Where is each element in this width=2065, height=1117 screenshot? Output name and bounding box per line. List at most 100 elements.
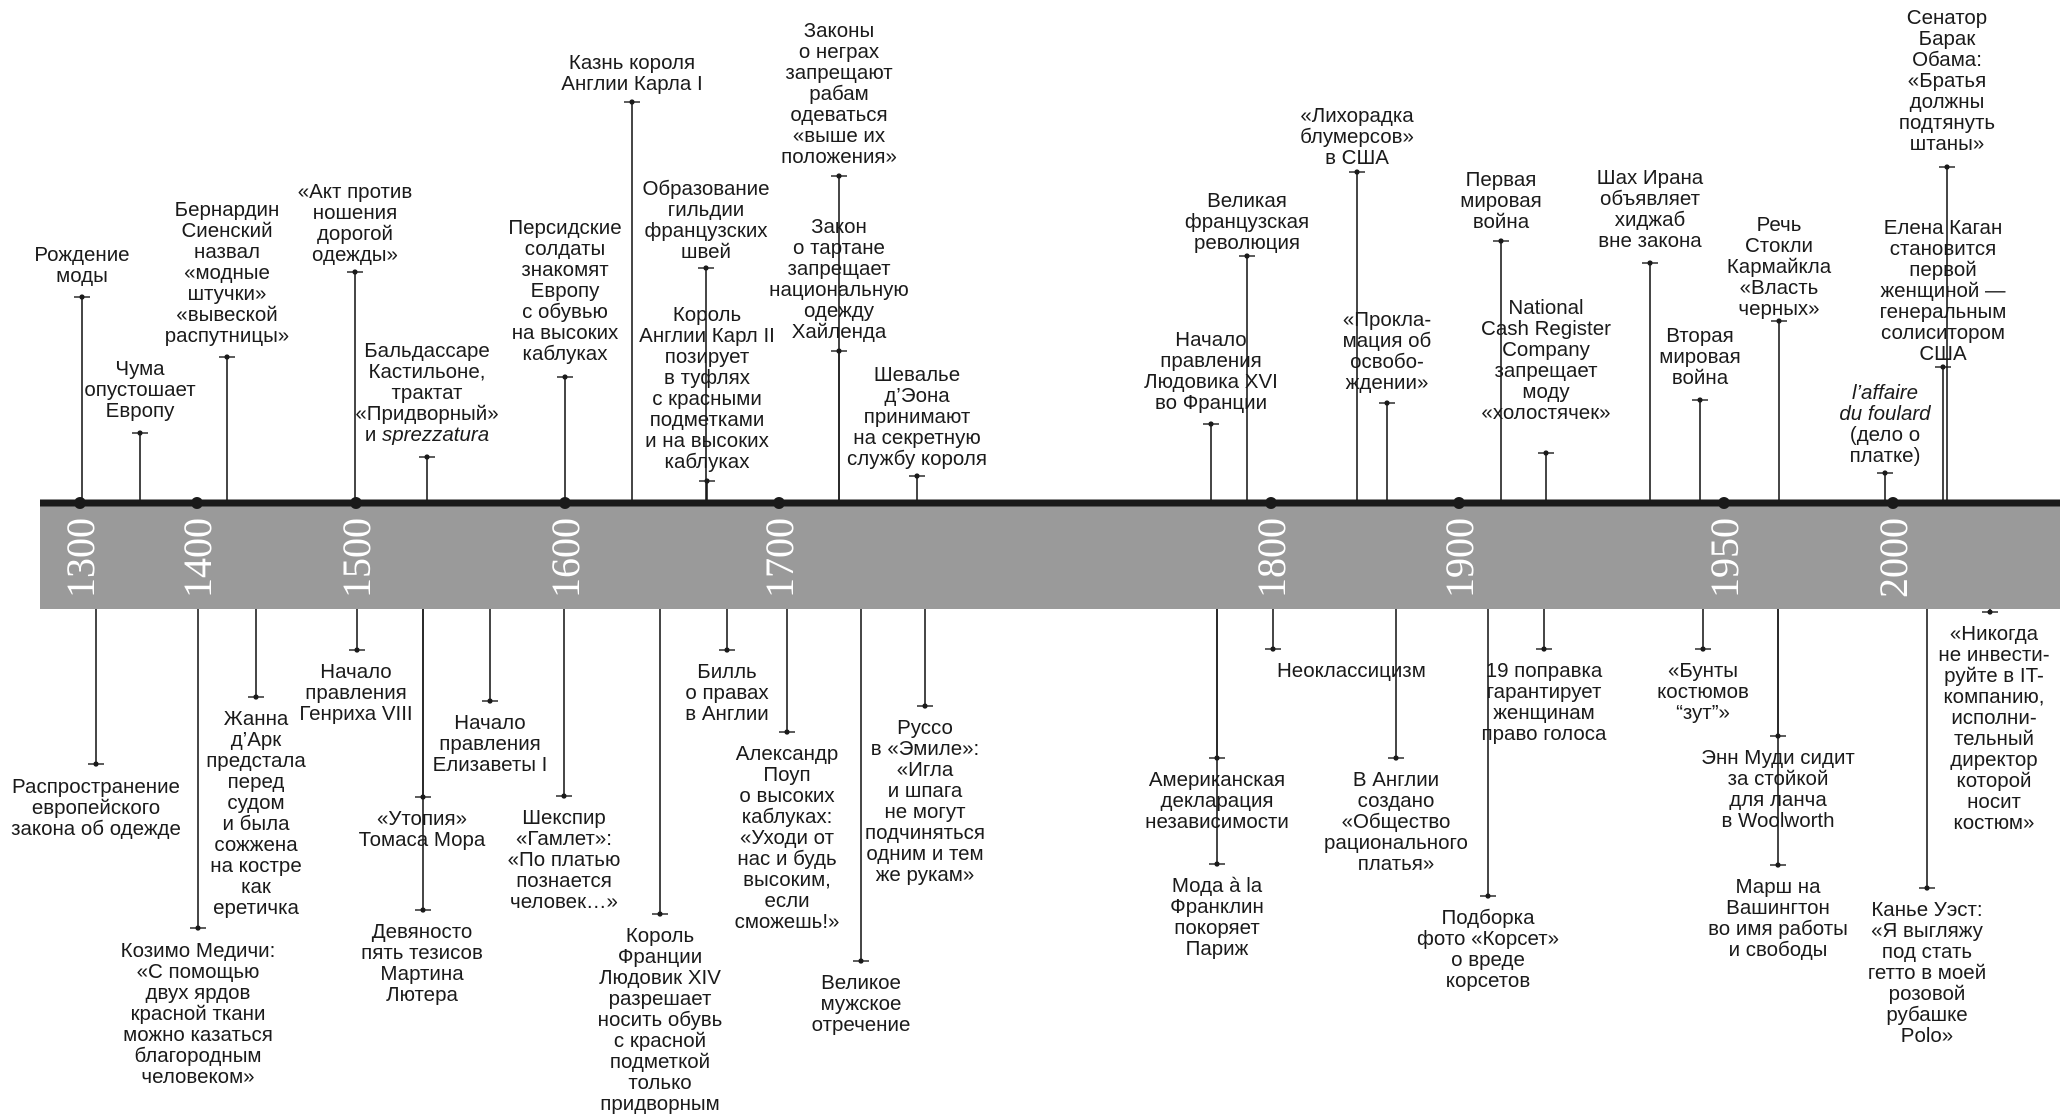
event-label-line: правления: [1160, 349, 1262, 372]
event-label-line: солиситором: [1881, 321, 2005, 344]
event-label-line: Генриха VIII: [299, 702, 412, 725]
connector-dot: [1882, 470, 1888, 476]
year-marker-dot: [350, 497, 362, 509]
event-label-line: Персидские: [508, 216, 621, 239]
event-label-line: «Прокла-: [1343, 308, 1431, 331]
event-label-line: как: [241, 875, 272, 898]
event-label-line: Поуп: [763, 763, 810, 786]
connector-dot: [224, 354, 230, 360]
event-label-line: одним и тем: [866, 842, 983, 865]
connector-dot: [1775, 862, 1781, 868]
event-label-line: только: [628, 1071, 691, 1094]
event-label-line: «Братья: [1908, 69, 1986, 92]
event-label-line: о тартане: [793, 236, 885, 259]
event-label-line: декларация: [1160, 789, 1273, 812]
event-label-line: положения»: [781, 145, 897, 168]
event-label-line: о неграх: [799, 40, 880, 63]
event-label-line: если: [764, 889, 809, 912]
event-label-line: опустошает: [84, 378, 196, 401]
event-label-line: нас и будь: [737, 847, 836, 870]
event-label-line: в Woolworth: [1721, 809, 1834, 832]
event-label-line: Жанна: [224, 707, 289, 730]
event-label-line: благородным: [134, 1044, 261, 1067]
event-label-line: под стать: [1882, 940, 1972, 963]
event-label-line: «выше их: [793, 124, 886, 147]
connector-dot: [1543, 450, 1549, 456]
event-label-line: с красной: [614, 1029, 706, 1052]
event-label-line: назвал: [194, 240, 260, 263]
year-label: 1700: [757, 518, 802, 598]
event-label-line: гильдии: [668, 198, 744, 221]
year-label: 1600: [543, 518, 588, 598]
event-label-line: Речь: [1757, 213, 1802, 236]
event-label-line: Мода à la: [1172, 874, 1263, 897]
event-label-line: и sprezzatura: [365, 423, 489, 446]
event-label-line: платья»: [1358, 852, 1435, 875]
event-label-line: Американская: [1149, 768, 1285, 791]
event-label-line: Елена Каган: [1884, 216, 2003, 239]
event-label-line: Подборка: [1441, 906, 1535, 929]
event-label-line: Франклин: [1170, 895, 1264, 918]
event-label-line: «Акт против: [298, 180, 413, 203]
event-label-line: Козимо Медичи:: [121, 939, 276, 962]
event-label-line: «Бунты: [1668, 659, 1738, 682]
event-label-line: Париж: [1186, 937, 1249, 960]
connector-dot: [1924, 885, 1930, 891]
year-marker-dot: [1453, 497, 1465, 509]
connector-dot: [629, 99, 635, 105]
event-label-line: США: [1919, 342, 1967, 365]
event-label-line: о вреде: [1451, 948, 1525, 971]
event-label-line: Неоклассицизм: [1277, 659, 1426, 682]
event-label-line: Вашингтон: [1726, 896, 1830, 919]
event-label-line: Руссо: [897, 716, 953, 739]
event-label-line: хиджаб: [1615, 208, 1686, 231]
event-label-line: гетто в моей: [1868, 961, 1986, 984]
event-label-line: подчиняться: [865, 821, 985, 844]
event-label-line: «Власть: [1740, 276, 1819, 299]
event-label-line: рабам: [809, 82, 869, 105]
event-label-line: штучки»: [188, 282, 267, 305]
event-label-line: становится: [1890, 237, 1996, 260]
event-label-line: Polo»: [1901, 1024, 1953, 1047]
connector-dot: [1987, 609, 1993, 615]
connector-dot: [1393, 755, 1399, 761]
event-label-line: должны: [1910, 90, 1985, 113]
year-marker-dot: [1718, 497, 1730, 509]
event-label-line: Вторая: [1666, 324, 1733, 347]
connector-dot: [703, 265, 709, 271]
connector-dot: [1498, 238, 1504, 244]
event-label-line: рубашке: [1886, 1003, 1967, 1026]
event-label-line: Хайленда: [792, 320, 887, 343]
event-label-line: Начало: [320, 660, 391, 683]
event-label-line: Канье Уэст:: [1871, 898, 1982, 921]
event-label-line: высоким,: [743, 868, 831, 891]
event-label-line: Лютера: [386, 983, 458, 1006]
event-label-line: не инвести-: [1938, 643, 2049, 666]
event-label-line: д’Эона: [884, 384, 950, 407]
event-label-line: директор: [1950, 748, 2037, 771]
event-label-line: можно казаться: [123, 1023, 273, 1046]
event-label-line: на костре: [210, 854, 301, 877]
connector-dot: [914, 473, 920, 479]
event-label-line: позирует: [665, 345, 750, 368]
event-label-line: «холостячек»: [1481, 401, 1610, 424]
event-label-line: же рукам»: [876, 863, 975, 886]
event-label-line: подметками: [650, 408, 765, 431]
event-label-line: штаны»: [1910, 132, 1984, 155]
timeline-band: [40, 506, 2060, 609]
connector-dot: [354, 647, 360, 653]
connector-dot: [922, 703, 928, 709]
